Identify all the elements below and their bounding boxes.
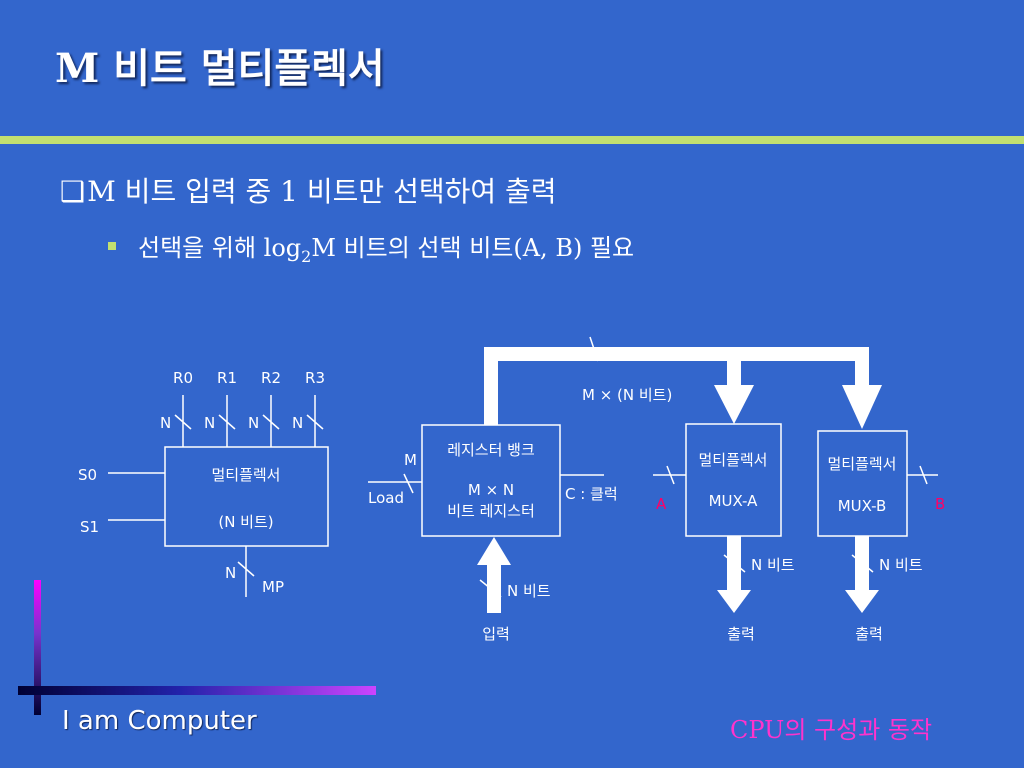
bus-width-r3: N <box>292 414 303 432</box>
select-label-s1: S1 <box>80 518 99 536</box>
left-mux-group <box>108 395 329 597</box>
output-width-label: N <box>225 564 236 582</box>
select-label-a: A <box>656 495 667 513</box>
bus-width-r2: N <box>248 414 259 432</box>
bus-slash-r3 <box>306 414 324 430</box>
mux-a-output-label: 출력 <box>727 625 755 643</box>
bullet-2-text-post: M 비트의 선택 비트(A, B) 필요 <box>311 234 635 262</box>
bullet-1: ❑M 비트 입력 중 1 비트만 선택하여 출력 <box>60 170 557 210</box>
input-label-r3: R3 <box>305 369 325 387</box>
bus-width-r0: N <box>160 414 171 432</box>
bus-slash-r0 <box>174 414 192 430</box>
mux-b-output-width: N 비트 <box>879 556 923 574</box>
bus-slash-mp <box>237 561 255 577</box>
mux-b-output-label: 출력 <box>855 625 883 643</box>
mux-a-box <box>685 423 782 537</box>
input-label-r2: R2 <box>261 369 281 387</box>
input-label-r1: R1 <box>217 369 237 387</box>
load-slash <box>403 473 414 494</box>
decor-vertical-bar <box>34 580 41 715</box>
input-label-r0: R0 <box>173 369 193 387</box>
register-bank-desc: 비트 레지스터 <box>447 502 535 520</box>
footer-right-suffix: 의 구성과 동작 <box>784 716 933 744</box>
mux-b-title: 멀티플렉서 <box>827 455 896 473</box>
bus-slash-r1 <box>218 414 236 430</box>
mux-b-output-arrow <box>845 590 879 613</box>
clock-label: C : 클럭 <box>565 485 618 503</box>
bullet-2-text-pre: 선택을 위해 log <box>138 234 302 262</box>
register-bank-size: M × N <box>468 481 514 499</box>
load-label: Load <box>368 489 404 507</box>
top-bus-label: M × (N 비트) <box>582 386 672 404</box>
title-divider <box>0 136 1024 144</box>
bullet-2-subscript: 2 <box>301 246 312 266</box>
select-slash-b <box>919 465 928 485</box>
decor-horizontal-bar <box>18 686 376 695</box>
mux-b-box <box>817 430 908 537</box>
load-width-label: M <box>404 451 417 469</box>
input-slash <box>479 579 502 598</box>
mux-a-output-slash <box>723 554 746 573</box>
slide-title: M 비트 멀티플렉서 <box>55 45 385 92</box>
mux-b-output-slash <box>851 554 874 573</box>
input-width-label: N 비트 <box>507 582 551 600</box>
select-label-b: B <box>935 495 945 513</box>
bullet-1-text: M 비트 입력 중 1 비트만 선택하여 출력 <box>87 175 557 208</box>
input-arrow-head <box>477 537 511 565</box>
bus-arrow-mux-b <box>842 385 882 429</box>
output-label-mp: MP <box>262 578 284 596</box>
bullet-2: 선택을 위해 log2M 비트의 선택 비트(A, B) 필요 <box>108 228 634 266</box>
input-arrow-shaft <box>487 563 501 613</box>
top-bus-slash <box>589 336 599 362</box>
bus-width-r1: N <box>204 414 215 432</box>
mux-a-output-width: N 비트 <box>751 556 795 574</box>
select-label-s0: S0 <box>78 466 97 484</box>
bus-slash-r2 <box>262 414 280 430</box>
footer-right-text: CPU의 구성과 동작 <box>730 710 932 745</box>
bus-arrow-mux-a <box>714 385 754 424</box>
left-mux-box <box>164 446 329 547</box>
register-bank-box <box>421 424 561 537</box>
input-label: 입력 <box>482 625 510 643</box>
left-mux-title: 멀티플렉서 <box>211 466 280 484</box>
footer-left-text: I am Computer <box>62 706 257 736</box>
top-bus <box>484 347 882 429</box>
mux-a-output-arrow <box>717 590 751 613</box>
select-slash-a <box>666 465 675 485</box>
mux-a-name: MUX-A <box>709 492 759 510</box>
mux-b-name: MUX-B <box>838 497 887 515</box>
footer-cpu: CPU <box>730 716 785 744</box>
checkbox-bullet-icon: ❑ <box>60 175 86 208</box>
mux-a-title: 멀티플렉서 <box>698 451 767 469</box>
register-bank-title: 레지스터 뱅크 <box>447 441 535 459</box>
left-mux-width: (N 비트) <box>218 513 273 531</box>
square-bullet-icon <box>108 241 116 250</box>
